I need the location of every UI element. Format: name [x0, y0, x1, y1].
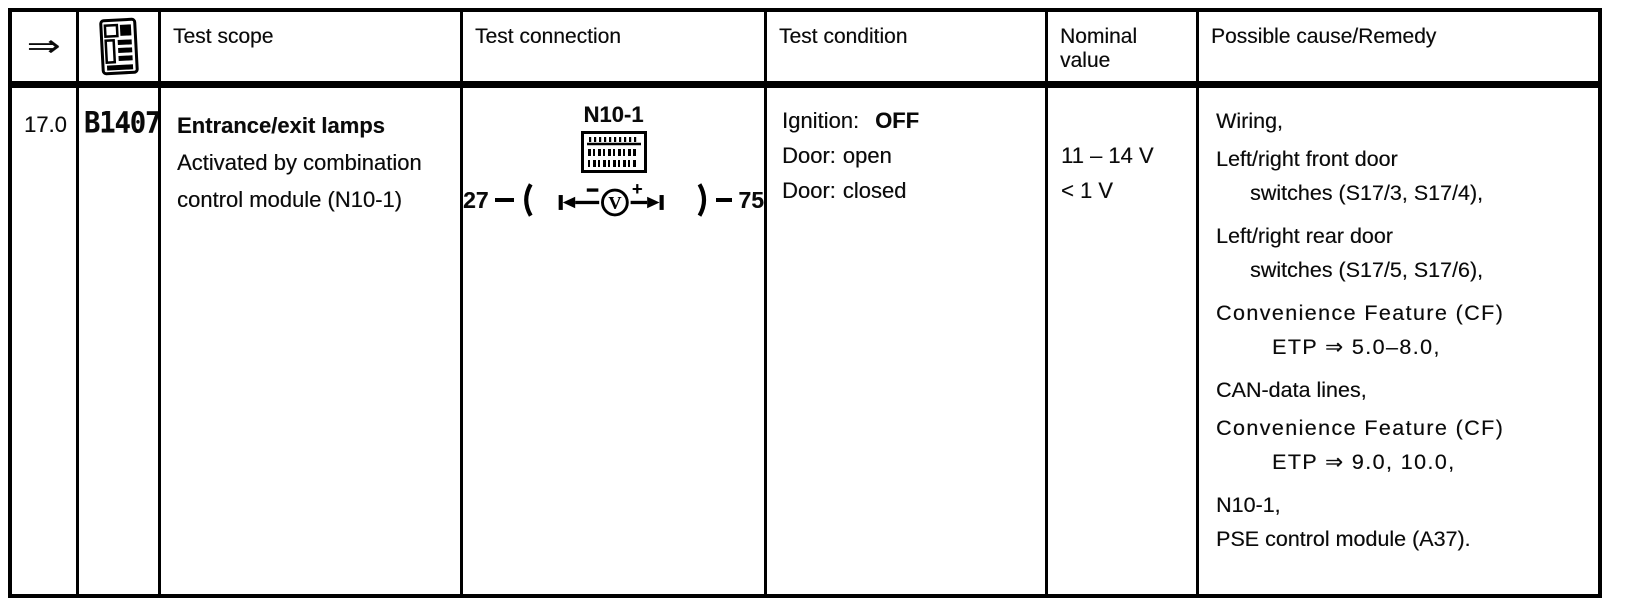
remedy-line: switches (S17/5, S17/6), [1250, 258, 1484, 282]
possible-cause-cell: Wiring, Left/right front door switches (… [1199, 88, 1598, 594]
test-scope-cell: Entrance/exit lamps Activated by combina… [161, 88, 463, 594]
header-tester-column [79, 12, 161, 88]
remedy-line: CAN-data lines, [1216, 378, 1367, 402]
connector-block-icon [580, 131, 647, 173]
nominal-value-line: < 1 V [1061, 178, 1113, 203]
remedy-line: ETP ⇒ 9.0, 10.0, [1272, 450, 1456, 474]
remedy-line: Convenience Feature (CF) [1216, 416, 1505, 440]
wire-line [715, 198, 733, 202]
condition-label: Ignition: [782, 108, 860, 133]
test-connection-cell: N10-1 [463, 88, 767, 594]
voltmeter-symbol: V [609, 193, 622, 213]
header-nominal-value: Nominal value [1048, 12, 1199, 88]
test-condition-cell: Ignition: OFF Door:open Door:closed [767, 88, 1048, 594]
pin-right-label: 75 [738, 186, 764, 213]
step-number: 17.0 [12, 88, 79, 594]
scope-title: Entrance/exit lamps [177, 113, 385, 138]
condition-label: Door: [782, 143, 836, 168]
socket-bracket-right-icon [697, 183, 706, 217]
remedy-line: PSE control module (A37). [1216, 527, 1471, 551]
double-arrow-icon: ⇒ [27, 30, 61, 63]
voltmeter-icon: V + [558, 179, 664, 217]
condition-line: Door:open [782, 138, 1045, 173]
remedy-line: ETP ⇒ 5.0–8.0, [1272, 335, 1441, 359]
header-test-connection: Test connection [463, 12, 767, 88]
pin-left-label: 27 [463, 186, 489, 213]
test-connection-diagram: 27 V + [463, 177, 764, 223]
remedy-line: Left/right front door [1216, 147, 1398, 171]
diagnostic-test-table: ⇒ Test scope Test connection Test condit… [8, 8, 1602, 598]
plus-sign: + [632, 179, 643, 199]
socket-bracket-left-icon [524, 183, 534, 217]
hand-held-tester-icon [98, 17, 139, 75]
condition-line: Ignition: OFF [782, 103, 1045, 138]
condition-value: open [842, 143, 892, 168]
connection-module-label: N10-1 [583, 102, 644, 127]
scope-line: Activated by combination [177, 150, 422, 175]
header-possible-cause: Possible cause/Remedy [1199, 12, 1598, 88]
header-test-scope: Test scope [161, 12, 463, 88]
remedy-line: N10-1, [1216, 493, 1281, 517]
remedy-line: Wiring, [1216, 109, 1283, 133]
nominal-value-cell: 11 – 14 V < 1 V [1048, 88, 1199, 594]
wire-line [494, 198, 515, 202]
remedy-line: Left/right rear door [1216, 224, 1393, 248]
condition-value: OFF [875, 108, 920, 133]
fault-code-cell: B1407 [79, 88, 161, 594]
condition-value: closed [842, 178, 907, 203]
header-test-condition: Test condition [767, 12, 1048, 88]
fault-code-display: B1407 [84, 106, 161, 141]
condition-label: Door: [782, 178, 836, 203]
header-step-column: ⇒ [12, 12, 79, 88]
remedy-line: Convenience Feature (CF) [1216, 301, 1505, 325]
remedy-line: switches (S17/3, S17/4), [1250, 181, 1484, 205]
condition-line: Door:closed [782, 173, 1045, 208]
scope-line: control module (N10-1) [177, 187, 402, 212]
nominal-value-line: 11 – 14 V [1061, 143, 1154, 168]
